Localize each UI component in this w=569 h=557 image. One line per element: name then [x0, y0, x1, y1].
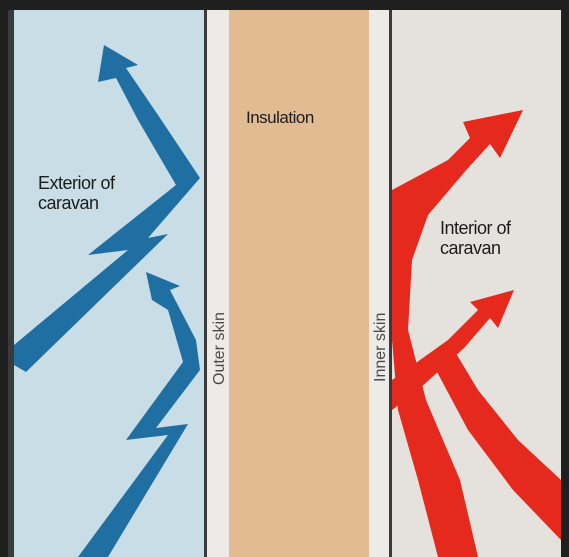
frame-edge [8, 10, 14, 557]
heat-flow-arrows [14, 45, 561, 557]
outer-skin-label: Outer skin [211, 312, 228, 385]
inner-skin-label: Inner skin [372, 312, 389, 382]
outer-skin-layer [207, 10, 229, 557]
cold-arrow-lower [78, 272, 200, 557]
warm-arrow-lower [436, 340, 561, 540]
wall-cross-section: Exterior of caravan Insulation Interior … [8, 10, 561, 557]
insulation-label: Insulation [246, 108, 314, 127]
cold-arrows [14, 45, 200, 557]
warm-arrow-upper [392, 110, 523, 557]
interior-label: Interior of caravan [440, 218, 511, 258]
inner-skin-layer [369, 10, 392, 557]
insulation-layer [229, 10, 369, 557]
cold-arrow-upper [14, 45, 200, 372]
warm-arrows [392, 110, 561, 557]
exterior-label: Exterior of caravan [38, 173, 115, 213]
